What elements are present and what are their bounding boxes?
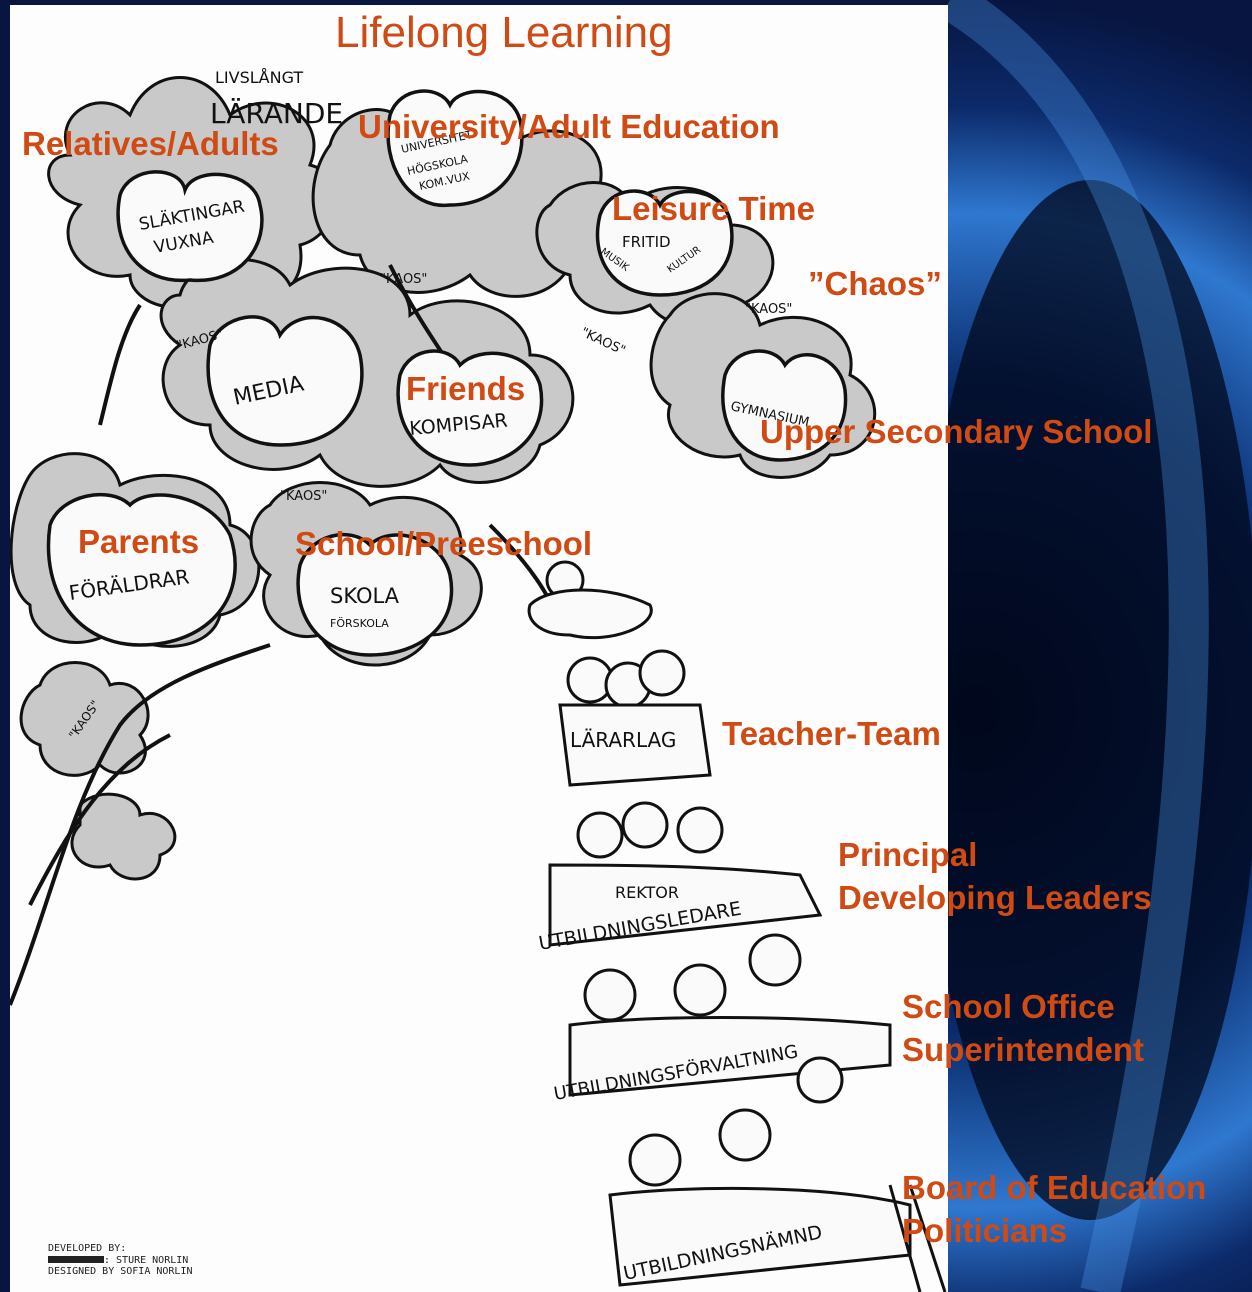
sw-forskola: FÖRSKOLA: [330, 617, 389, 630]
sw-skola: SKOLA: [330, 584, 400, 608]
label-teacher-team: Teacher-Team: [722, 717, 941, 752]
label-parents: Parents: [78, 525, 199, 560]
label-friends: Friends: [406, 372, 525, 407]
sw-rektor: REKTOR: [615, 883, 679, 902]
label-relatives: Relatives/Adults: [22, 127, 279, 162]
credits-line-2: : STURE NORLIN: [48, 1255, 193, 1267]
label-upper-secondary: Upper Secondary School: [760, 415, 1152, 450]
credits-line-3: DESIGNED BY SOFIA NORLIN: [48, 1266, 193, 1278]
sw-kaos-1: "KAOS": [380, 272, 427, 287]
sw-lararlag: LÄRARLAG: [570, 728, 676, 752]
page-title: Lifelong Learning: [335, 8, 673, 58]
credits: DEVELOPED BY: : STURE NORLIN DESIGNED BY…: [48, 1243, 193, 1278]
credits-line-1: DEVELOPED BY:: [48, 1243, 193, 1255]
label-politicians: Politicians: [902, 1214, 1067, 1249]
sw-kaos-5: "KAOS": [280, 489, 327, 504]
scribbled-out-mark: [48, 1256, 104, 1263]
sw-kaos-3: "KAOS": [578, 325, 627, 359]
credits-line-2-text: : STURE NORLIN: [104, 1255, 188, 1266]
sw-kaos-4: "KAOS": [745, 302, 792, 317]
label-university: University/Adult Education: [358, 110, 780, 145]
label-board: Board of Education: [902, 1171, 1206, 1206]
label-school: School/Preeschool: [295, 527, 592, 562]
label-chaos: ”Chaos”: [808, 267, 942, 302]
sw-fritid: FRITID: [622, 233, 671, 251]
label-superintendent: Superintendent: [902, 1033, 1144, 1068]
label-school-office: School Office: [902, 990, 1115, 1025]
sw-livslangt: LIVSLÅNGT: [215, 68, 303, 87]
label-leisure: Leisure Time: [612, 192, 815, 227]
label-developing-leaders: Developing Leaders: [838, 881, 1152, 916]
label-principal: Principal: [838, 838, 977, 873]
